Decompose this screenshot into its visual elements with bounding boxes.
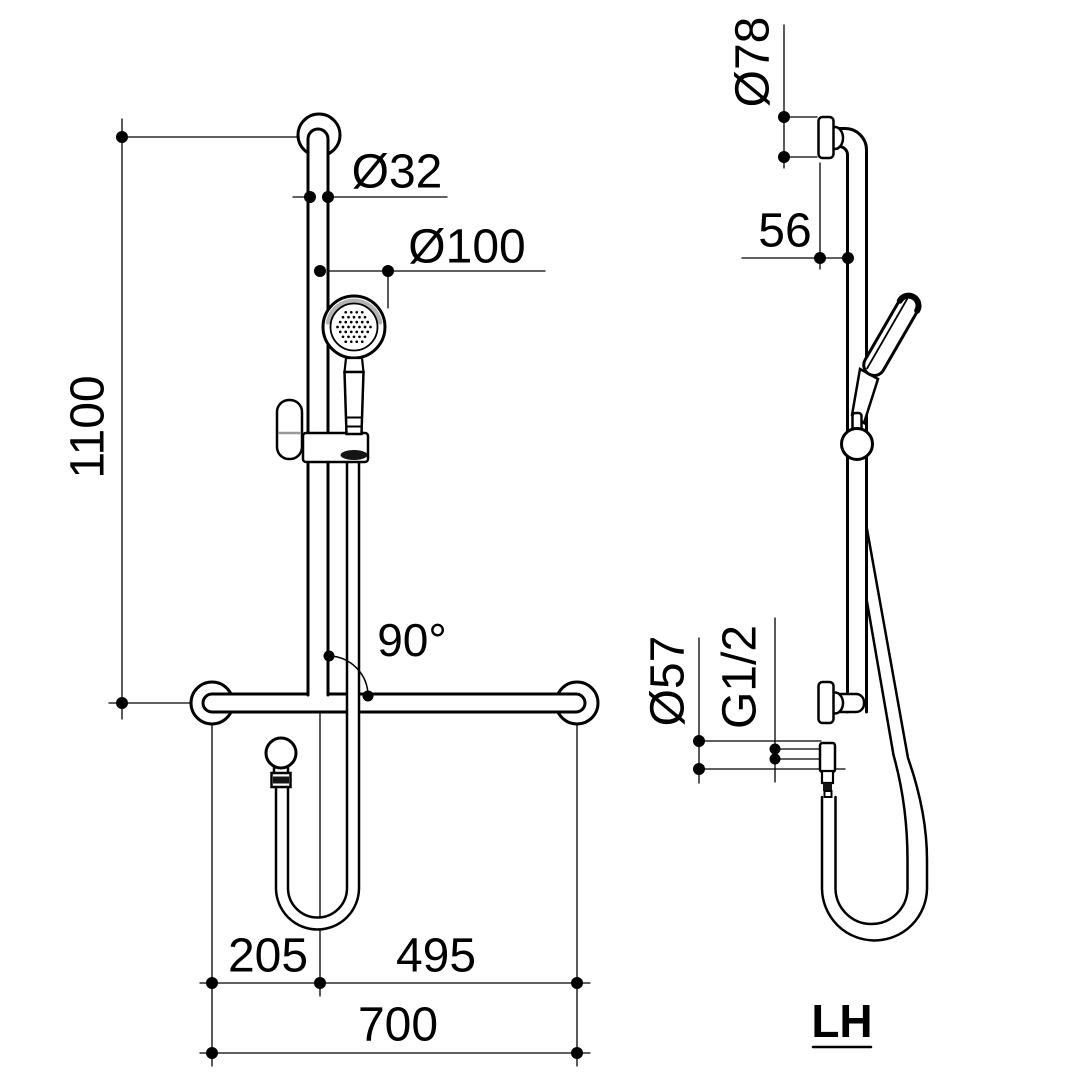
- front-view: 1100 Ø32 Ø100 90° 205 495 700: [62, 112, 600, 1067]
- spray-dot: [344, 340, 348, 344]
- spray-dot: [355, 310, 359, 314]
- spray-dot: [363, 315, 367, 319]
- spray-dot: [352, 325, 356, 329]
- spray-dot: [360, 320, 364, 324]
- spray-dot: [341, 315, 345, 319]
- spray-dot: [344, 310, 348, 314]
- spray-dot: [344, 330, 348, 334]
- orientation-label: LH: [811, 995, 873, 1049]
- spray-dot: [355, 340, 359, 344]
- spray-dot: [360, 340, 364, 344]
- spray-dot: [355, 330, 359, 334]
- spray-dot: [358, 315, 361, 319]
- spray-dot: [341, 325, 345, 329]
- dim-flange-diameter-label: Ø78: [727, 17, 780, 108]
- spray-dot: [366, 320, 370, 324]
- side-dimension-dots: [693, 111, 854, 775]
- dim-thread-label: G1/2: [714, 625, 767, 729]
- front-dimension-dots: [116, 131, 583, 1059]
- dim-outlet-diameter-label: Ø57: [642, 636, 695, 727]
- dim-rail-diameter-label: Ø32: [352, 146, 443, 199]
- side-wall-elbow: [818, 741, 837, 798]
- front-dimension-labels: 1100 Ø32 Ø100 90° 205 495 700: [62, 146, 526, 1052]
- dim-angle-arc: [328, 655, 369, 697]
- spray-dot: [369, 325, 372, 329]
- hose-front-inner-edge: [286, 453, 349, 919]
- dim-left-span-label: 205: [228, 930, 308, 983]
- orientation-label-text: LH: [811, 995, 872, 1047]
- spray-dot: [349, 330, 353, 334]
- spray-dot: [358, 335, 361, 339]
- side-slider-knob: [840, 427, 874, 461]
- side-dimension-lines: [698, 24, 853, 784]
- spray-dot: [360, 310, 364, 314]
- dim-height-label: 1100: [62, 375, 115, 478]
- side-flange-top: [817, 115, 845, 160]
- spray-dot: [336, 325, 339, 329]
- shower-head: [321, 294, 387, 360]
- hose-front: [274, 453, 361, 931]
- spray-dot: [338, 330, 342, 334]
- hose-side: [820, 516, 929, 942]
- spray-dot: [358, 325, 361, 329]
- spray-dot: [366, 330, 370, 334]
- dim-total-span-label: 700: [358, 999, 438, 1052]
- shower-head-faceplate: [329, 302, 379, 352]
- spray-dot: [347, 325, 350, 329]
- spray-dot: [338, 320, 342, 324]
- spray-dot: [352, 335, 356, 339]
- side-handset-faceplate: [866, 298, 909, 370]
- grab-rail: [201, 692, 587, 714]
- wall-elbow-outlet: [264, 736, 298, 770]
- side-handset-tip: [896, 292, 922, 314]
- dim-head-diameter-label: Ø100: [408, 221, 525, 274]
- hose-side-outer-edge: [820, 516, 929, 942]
- side-flange-bottom: [817, 680, 845, 725]
- spray-dot: [349, 340, 353, 344]
- spray-dots: [336, 310, 372, 344]
- spray-dot: [347, 335, 350, 339]
- side-view: Ø78 56 Ø57 G1/2 LH: [642, 17, 929, 1049]
- spray-dot: [360, 330, 364, 334]
- spray-dot: [349, 310, 353, 314]
- side-handset: [840, 292, 922, 461]
- spray-dot: [363, 325, 367, 329]
- spray-dot: [363, 335, 367, 339]
- shower-head-shade: [325, 298, 383, 325]
- dim-angle-label: 90°: [377, 614, 447, 666]
- spray-dot: [347, 315, 350, 319]
- hose-front-outer-edge: [274, 453, 361, 931]
- spray-dot: [349, 320, 353, 324]
- spray-dot: [355, 320, 359, 324]
- vertical-rail: [306, 127, 330, 708]
- spray-dot: [344, 320, 348, 324]
- wall-elbow-front: [264, 736, 298, 789]
- spray-dot: [341, 335, 345, 339]
- shower-handle: [343, 356, 365, 436]
- dim-right-span-label: 495: [396, 930, 476, 983]
- slider-knob-front: [275, 398, 304, 461]
- dim-wall-offset-label: 56: [758, 205, 811, 258]
- spray-dot: [352, 315, 356, 319]
- holder-seat: [340, 450, 368, 460]
- side-dimension-labels: Ø78 56 Ø57 G1/2: [642, 17, 812, 729]
- hose-side-inner-edge: [834, 594, 909, 926]
